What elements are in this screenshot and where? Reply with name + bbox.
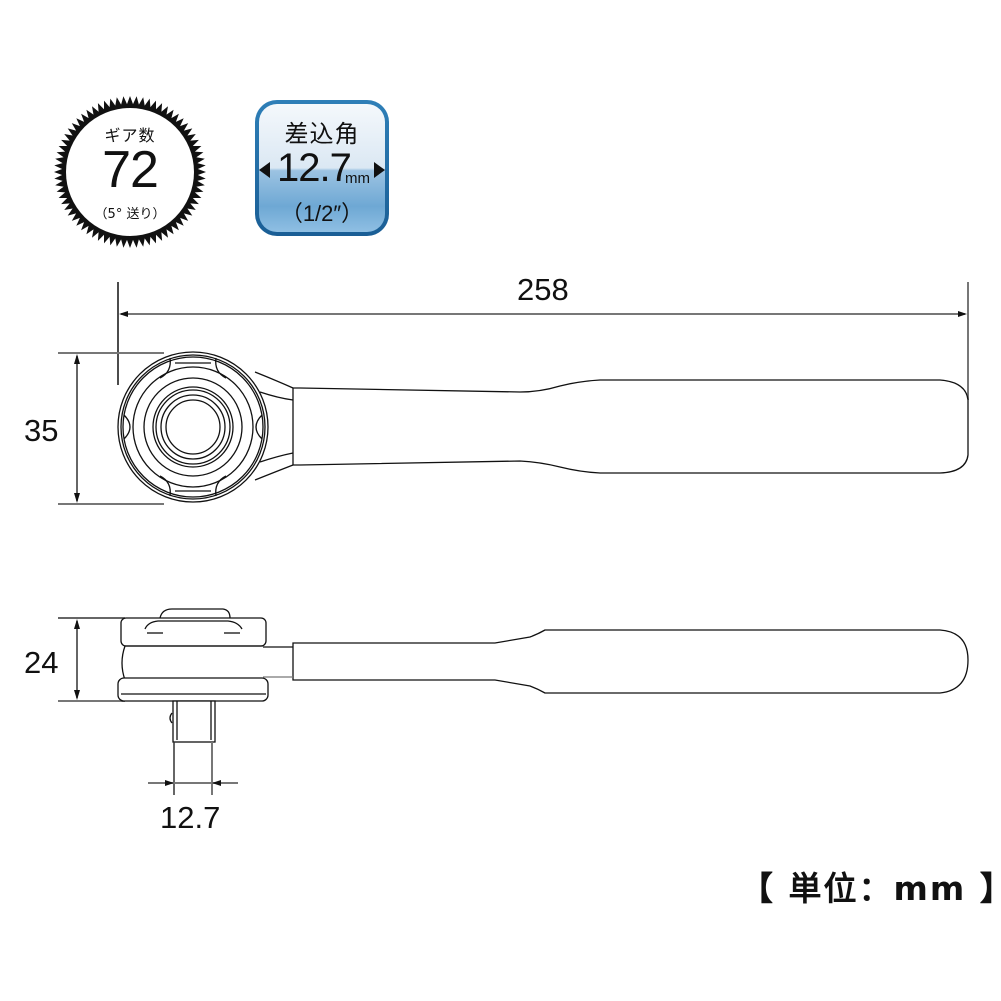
head-thickness-label: 24 [24, 645, 59, 680]
arrow-right-icon [374, 162, 385, 178]
gear-feed-angle: （5° 送り） [94, 207, 166, 222]
ratchet-side-view [117, 608, 969, 743]
drive-size-title: 差込角 [284, 120, 360, 148]
unit-note: 【 単位：mm 】 [740, 869, 1001, 908]
drive-size-value: 12.7 [277, 146, 352, 190]
gear-count-label: ギア数 [104, 126, 156, 145]
head-width-label: 35 [24, 413, 59, 448]
ratchet-top-view [117, 351, 969, 503]
dimension-12-7 [148, 742, 238, 795]
drive-size-inch: （1/2″） [280, 201, 364, 226]
dimension-35 [58, 352, 164, 505]
dimension-24 [58, 617, 125, 702]
arrow-left-icon [259, 162, 270, 178]
dimension-258 [117, 282, 969, 400]
drive-size-badge: 差込角 12.7 mm （1/2″） [255, 100, 389, 236]
overall-length-label: 258 [517, 272, 569, 307]
gear-count-value: 72 [102, 141, 159, 199]
drive-size-unit: mm [345, 170, 370, 187]
gear-badge-outline [54, 96, 206, 248]
drive-square-label: 12.7 [160, 800, 221, 835]
